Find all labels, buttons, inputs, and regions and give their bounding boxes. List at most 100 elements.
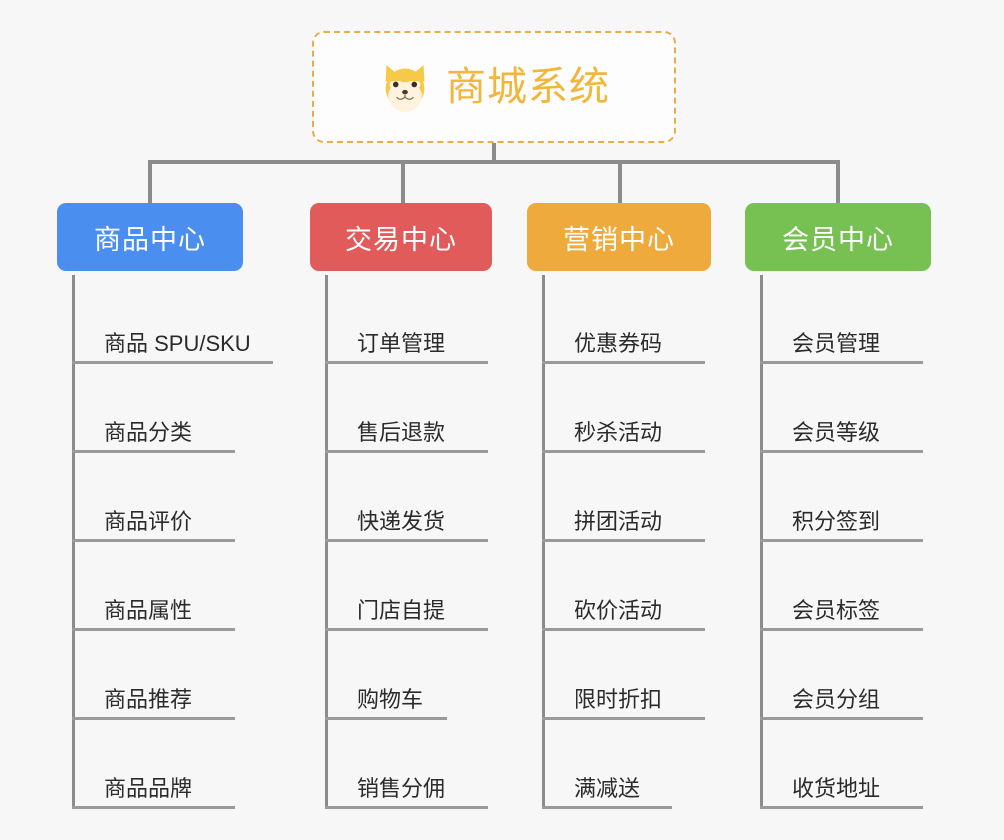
leaf-item[interactable]: 会员标签	[760, 542, 931, 631]
leaf-item-label: 会员分组	[792, 687, 881, 712]
leaf-underline	[542, 806, 672, 809]
leaf-item[interactable]: 会员管理	[760, 275, 931, 364]
leaf-underline	[760, 806, 923, 809]
leaf-underline	[760, 628, 923, 631]
leaf-underline	[72, 717, 235, 720]
connector-drop-4	[836, 160, 840, 205]
leaf-underline	[72, 361, 273, 364]
leaf-item[interactable]: 售后退款	[325, 364, 492, 453]
branch-header-label: 会员中心	[782, 224, 894, 255]
connector-drop-2	[401, 160, 405, 205]
leaf-item[interactable]: 会员分组	[760, 631, 931, 720]
leaf-item[interactable]: 会员等级	[760, 364, 931, 453]
connector-drop-1	[148, 160, 152, 205]
branch-column: 营销中心优惠券码秒杀活动拼团活动砍价活动限时折扣满减送	[527, 203, 711, 809]
leaf-item-label: 会员标签	[792, 598, 881, 623]
leaf-item-label: 商品分类	[104, 420, 193, 445]
leaf-item[interactable]: 商品评价	[72, 453, 251, 542]
branch-items: 订单管理售后退款快递发货门店自提购物车销售分佣	[325, 275, 492, 809]
leaf-underline	[325, 450, 488, 453]
leaf-underline	[325, 361, 488, 364]
leaf-item-label: 购物车	[357, 687, 424, 712]
branch-column: 交易中心订单管理售后退款快递发货门店自提购物车销售分佣	[310, 203, 492, 809]
leaf-underline	[542, 539, 705, 542]
branch-items: 商品 SPU/SKU 商品分类商品评价商品属性商品推荐商品品牌	[72, 275, 273, 809]
branch-header-label: 商品中心	[94, 224, 206, 255]
leaf-item[interactable]: 商品属性	[72, 542, 251, 631]
leaf-item[interactable]: 收货地址	[760, 720, 931, 809]
leaf-item[interactable]: 商品分类	[72, 364, 251, 453]
leaf-item[interactable]: 购物车	[325, 631, 492, 720]
leaf-item-label: 秒杀活动	[574, 420, 663, 445]
leaf-item[interactable]: 商品品牌	[72, 720, 251, 809]
leaf-item-label: 商品 SPU/SKU	[104, 331, 251, 356]
leaf-item-label: 拼团活动	[574, 509, 663, 534]
leaf-item-label: 会员管理	[792, 331, 881, 356]
leaf-underline	[325, 717, 447, 720]
leaf-item[interactable]: 商品 SPU/SKU	[72, 275, 273, 364]
leaf-item[interactable]: 门店自提	[325, 542, 492, 631]
leaf-item-label: 商品推荐	[104, 687, 193, 712]
leaf-item-label: 快递发货	[357, 509, 446, 534]
branch-header[interactable]: 营销中心	[527, 203, 711, 271]
branch-header[interactable]: 交易中心	[310, 203, 492, 271]
branch-header-label: 交易中心	[345, 224, 457, 255]
connector-drop-3	[618, 160, 622, 205]
leaf-item[interactable]: 拼团活动	[542, 453, 711, 542]
leaf-underline	[72, 450, 235, 453]
leaf-underline	[760, 717, 923, 720]
leaf-item-label: 订单管理	[357, 331, 446, 356]
leaf-item-label: 满减送	[574, 776, 641, 801]
leaf-underline	[542, 361, 705, 364]
leaf-underline	[760, 361, 923, 364]
leaf-item-label: 门店自提	[357, 598, 446, 623]
branch-header[interactable]: 商品中心	[57, 203, 243, 271]
leaf-underline	[325, 806, 488, 809]
leaf-underline	[542, 717, 705, 720]
branch-spine	[542, 275, 545, 809]
leaf-underline	[325, 539, 488, 542]
leaf-item[interactable]: 商品推荐	[72, 631, 251, 720]
leaf-item-label: 限时折扣	[574, 687, 663, 712]
leaf-item[interactable]: 订单管理	[325, 275, 492, 364]
connector-root-stem	[492, 143, 496, 164]
leaf-item-label: 积分签到	[792, 509, 881, 534]
leaf-item-label: 收货地址	[792, 776, 881, 801]
leaf-item[interactable]: 砍价活动	[542, 542, 711, 631]
leaf-item[interactable]: 快递发货	[325, 453, 492, 542]
leaf-item-label: 销售分佣	[357, 776, 446, 801]
leaf-item-label: 商品属性	[104, 598, 193, 623]
leaf-item[interactable]: 优惠券码	[542, 275, 711, 364]
leaf-item-label: 砍价活动	[574, 598, 663, 623]
leaf-underline	[72, 806, 235, 809]
branch-column: 会员中心会员管理会员等级积分签到会员标签会员分组收货地址	[745, 203, 931, 809]
shiba-dog-icon	[385, 65, 425, 113]
branch-spine	[325, 275, 328, 809]
leaf-item-label: 优惠券码	[574, 331, 663, 356]
leaf-item-label: 商品评价	[104, 509, 193, 534]
leaf-item[interactable]: 满减送	[542, 720, 711, 809]
leaf-item[interactable]: 秒杀活动	[542, 364, 711, 453]
branch-header-label: 营销中心	[563, 224, 675, 255]
leaf-item[interactable]: 销售分佣	[325, 720, 492, 809]
branch-items: 会员管理会员等级积分签到会员标签会员分组收货地址	[760, 275, 931, 809]
branch-spine	[760, 275, 763, 809]
leaf-underline	[760, 450, 923, 453]
branch-spine	[72, 275, 75, 809]
leaf-underline	[542, 450, 705, 453]
leaf-item[interactable]: 限时折扣	[542, 631, 711, 720]
root-node[interactable]: 商城系统	[312, 31, 676, 143]
leaf-underline	[72, 628, 235, 631]
branch-column: 商品中心商品 SPU/SKU 商品分类商品评价商品属性商品推荐商品品牌	[57, 203, 273, 809]
branch-header[interactable]: 会员中心	[745, 203, 931, 271]
leaf-item-label: 会员等级	[792, 420, 881, 445]
branch-items: 优惠券码秒杀活动拼团活动砍价活动限时折扣满减送	[542, 275, 711, 809]
leaf-underline	[542, 628, 705, 631]
leaf-item[interactable]: 积分签到	[760, 453, 931, 542]
leaf-item-label: 售后退款	[357, 420, 446, 445]
root-title: 商城系统	[446, 65, 610, 109]
leaf-underline	[325, 628, 488, 631]
leaf-underline	[760, 539, 923, 542]
leaf-underline	[72, 539, 235, 542]
